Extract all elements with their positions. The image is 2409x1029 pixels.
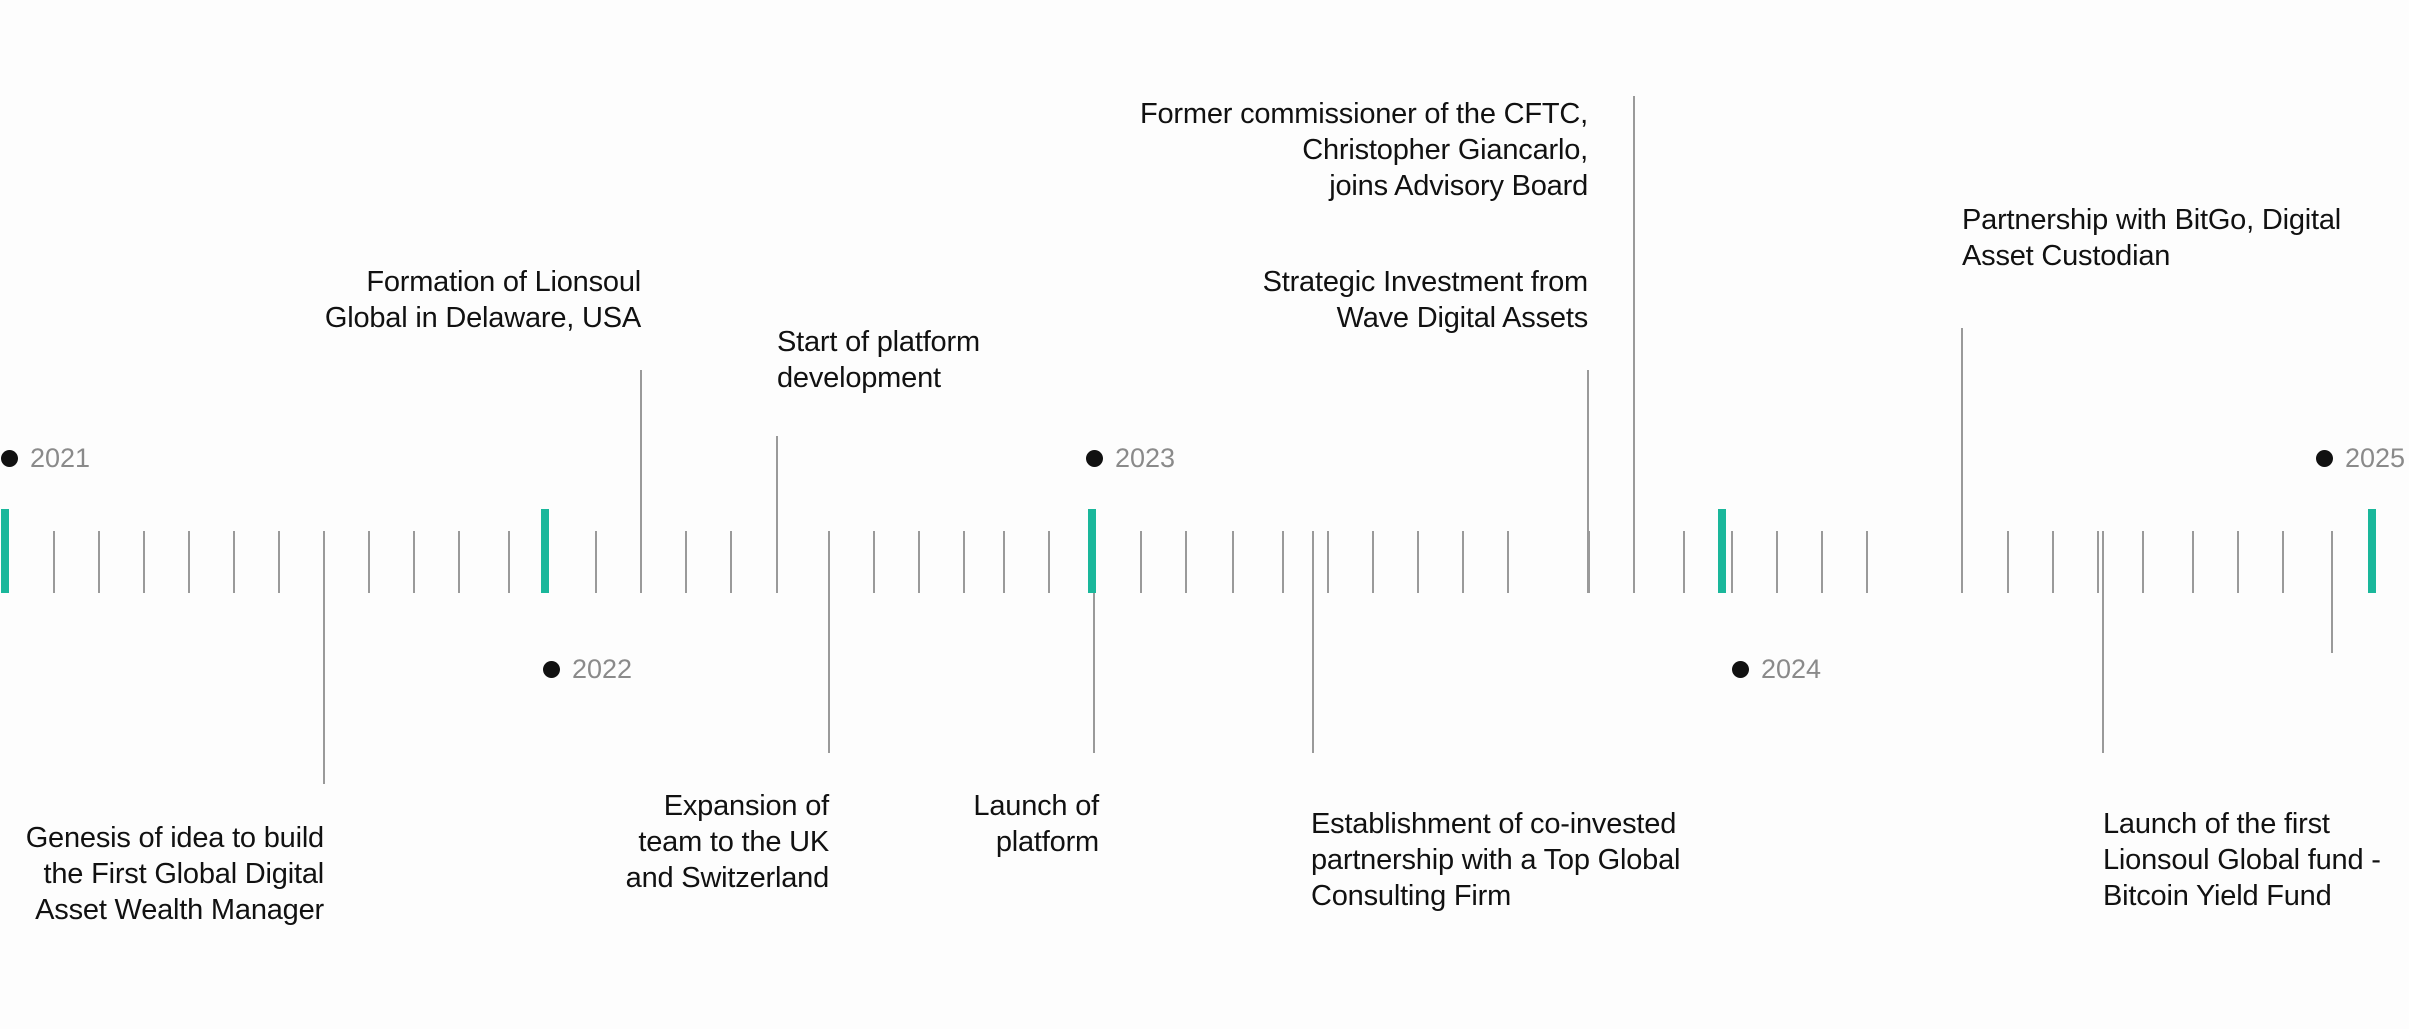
event-connector-line bbox=[1587, 370, 1589, 593]
event-connector-line bbox=[1961, 328, 1963, 593]
minor-tick bbox=[1003, 531, 1005, 593]
event-connector-line bbox=[828, 531, 830, 753]
minor-tick bbox=[188, 531, 190, 593]
minor-tick bbox=[2192, 531, 2194, 593]
timeline-event-text: Expansion of team to the UK and Switzerl… bbox=[625, 790, 830, 894]
year-dot-icon bbox=[1732, 661, 1749, 678]
minor-tick bbox=[1185, 531, 1187, 593]
minor-tick bbox=[1866, 531, 1868, 593]
minor-tick bbox=[730, 531, 732, 593]
minor-tick bbox=[1140, 531, 1142, 593]
minor-tick bbox=[1821, 531, 1823, 593]
minor-tick bbox=[2142, 531, 2144, 593]
year-marker bbox=[1088, 509, 1096, 593]
year-dot-icon bbox=[1, 450, 18, 467]
minor-tick bbox=[1327, 531, 1329, 593]
year-text: 2021 bbox=[30, 443, 91, 473]
timeline-event-text: Strategic Investment from Wave Digital A… bbox=[1262, 266, 1589, 334]
minor-tick-extended bbox=[2331, 531, 2333, 653]
minor-tick bbox=[918, 531, 920, 593]
minor-tick bbox=[1048, 531, 1050, 593]
year-dot-icon bbox=[543, 661, 560, 678]
minor-tick bbox=[143, 531, 145, 593]
timeline-event-text: Launch of platform bbox=[973, 790, 1099, 858]
event-connector-line bbox=[640, 370, 642, 593]
year-marker bbox=[1, 509, 9, 593]
minor-tick bbox=[1372, 531, 1374, 593]
minor-tick bbox=[98, 531, 100, 593]
event-connector-line bbox=[1093, 593, 1095, 753]
event-connector-line bbox=[1312, 531, 1314, 753]
minor-tick bbox=[53, 531, 55, 593]
minor-tick bbox=[2052, 531, 2054, 593]
minor-tick bbox=[2237, 531, 2239, 593]
timeline-event-text: Partnership with BitGo, Digital Asset Cu… bbox=[1962, 204, 2342, 272]
minor-tick bbox=[1588, 531, 1590, 593]
minor-tick bbox=[233, 531, 235, 593]
year-marker bbox=[1718, 509, 1726, 593]
minor-tick bbox=[1462, 531, 1464, 593]
event-connector-line bbox=[776, 436, 778, 593]
minor-tick bbox=[595, 531, 597, 593]
minor-tick bbox=[963, 531, 965, 593]
minor-tick bbox=[1683, 531, 1685, 593]
minor-tick bbox=[1776, 531, 1778, 593]
year-dot-icon bbox=[2316, 450, 2333, 467]
timeline-event-text: Establishment of co-invested partnership… bbox=[1311, 808, 1681, 912]
year-marker bbox=[2368, 509, 2376, 593]
year-label: 2022 bbox=[543, 654, 632, 685]
minor-tick bbox=[1282, 531, 1284, 593]
minor-tick bbox=[1232, 531, 1234, 593]
year-label: 2021 bbox=[1, 443, 90, 474]
year-label: 2023 bbox=[1086, 443, 1175, 474]
minor-tick bbox=[1417, 531, 1419, 593]
year-label: 2024 bbox=[1732, 654, 1821, 685]
minor-tick bbox=[2007, 531, 2009, 593]
timeline-event-text: Genesis of idea to build the First Globa… bbox=[25, 822, 324, 926]
minor-tick bbox=[685, 531, 687, 593]
minor-tick bbox=[278, 531, 280, 593]
year-label: 2025 bbox=[2316, 443, 2405, 474]
year-text: 2024 bbox=[1761, 654, 1822, 684]
minor-tick bbox=[458, 531, 460, 593]
timeline-event-text: Formation of Lionsoul Global in Delaware… bbox=[324, 266, 641, 334]
minor-tick bbox=[413, 531, 415, 593]
event-connector-line bbox=[1633, 96, 1635, 593]
timeline-event-text: Launch of the first Lionsoul Global fund… bbox=[2103, 808, 2381, 912]
event-connector-line bbox=[323, 531, 325, 784]
minor-tick bbox=[1731, 531, 1733, 593]
year-marker bbox=[541, 509, 549, 593]
minor-tick bbox=[2282, 531, 2284, 593]
event-connector-line bbox=[2102, 531, 2104, 753]
timeline-event-text: Start of platform development bbox=[777, 326, 980, 394]
minor-tick bbox=[2097, 531, 2099, 593]
minor-tick bbox=[873, 531, 875, 593]
year-text: 2025 bbox=[2345, 443, 2406, 473]
minor-tick bbox=[368, 531, 370, 593]
timeline-event-text: Former commissioner of the CFTC, Christo… bbox=[1139, 98, 1588, 202]
minor-tick bbox=[1507, 531, 1509, 593]
year-dot-icon bbox=[1086, 450, 1103, 467]
year-text: 2022 bbox=[572, 654, 633, 684]
year-text: 2023 bbox=[1115, 443, 1176, 473]
minor-tick bbox=[508, 531, 510, 593]
